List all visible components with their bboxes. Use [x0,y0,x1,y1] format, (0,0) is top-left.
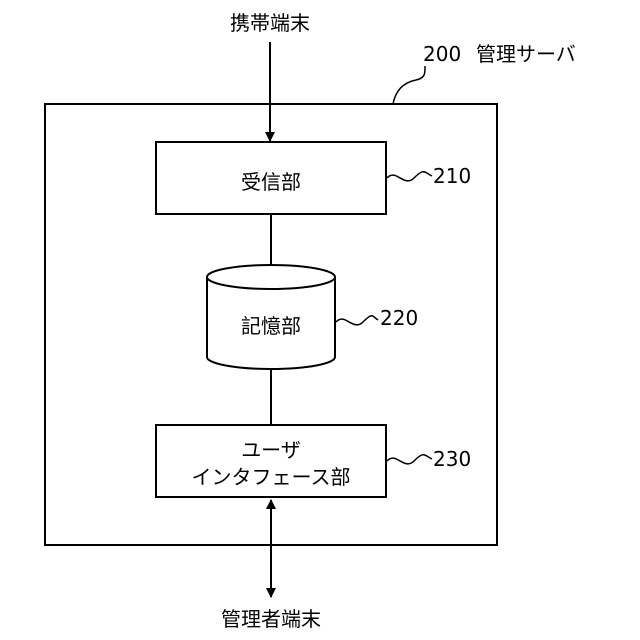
user-interface-ref: 230 [433,447,471,471]
user-interface-label-line1: ユーザ [241,438,301,462]
receiver-label: 受信部 [241,170,301,194]
management-server-ref: 200 [423,42,461,66]
user-interface-leader [387,455,432,464]
storage-label: 記憶部 [241,314,301,338]
mobile-terminal-label: 携帯端末 [230,11,310,35]
receiver-leader [387,172,432,181]
management-server-leader [393,66,425,104]
storage-leader [336,316,378,325]
admin-terminal-label: 管理者端末 [221,607,321,631]
storage-ref: 220 [380,306,418,330]
user-interface-label-line2: インタフェース部 [192,465,351,489]
receiver-ref: 210 [433,164,471,188]
management-server-label: 管理サーバ [476,42,576,66]
